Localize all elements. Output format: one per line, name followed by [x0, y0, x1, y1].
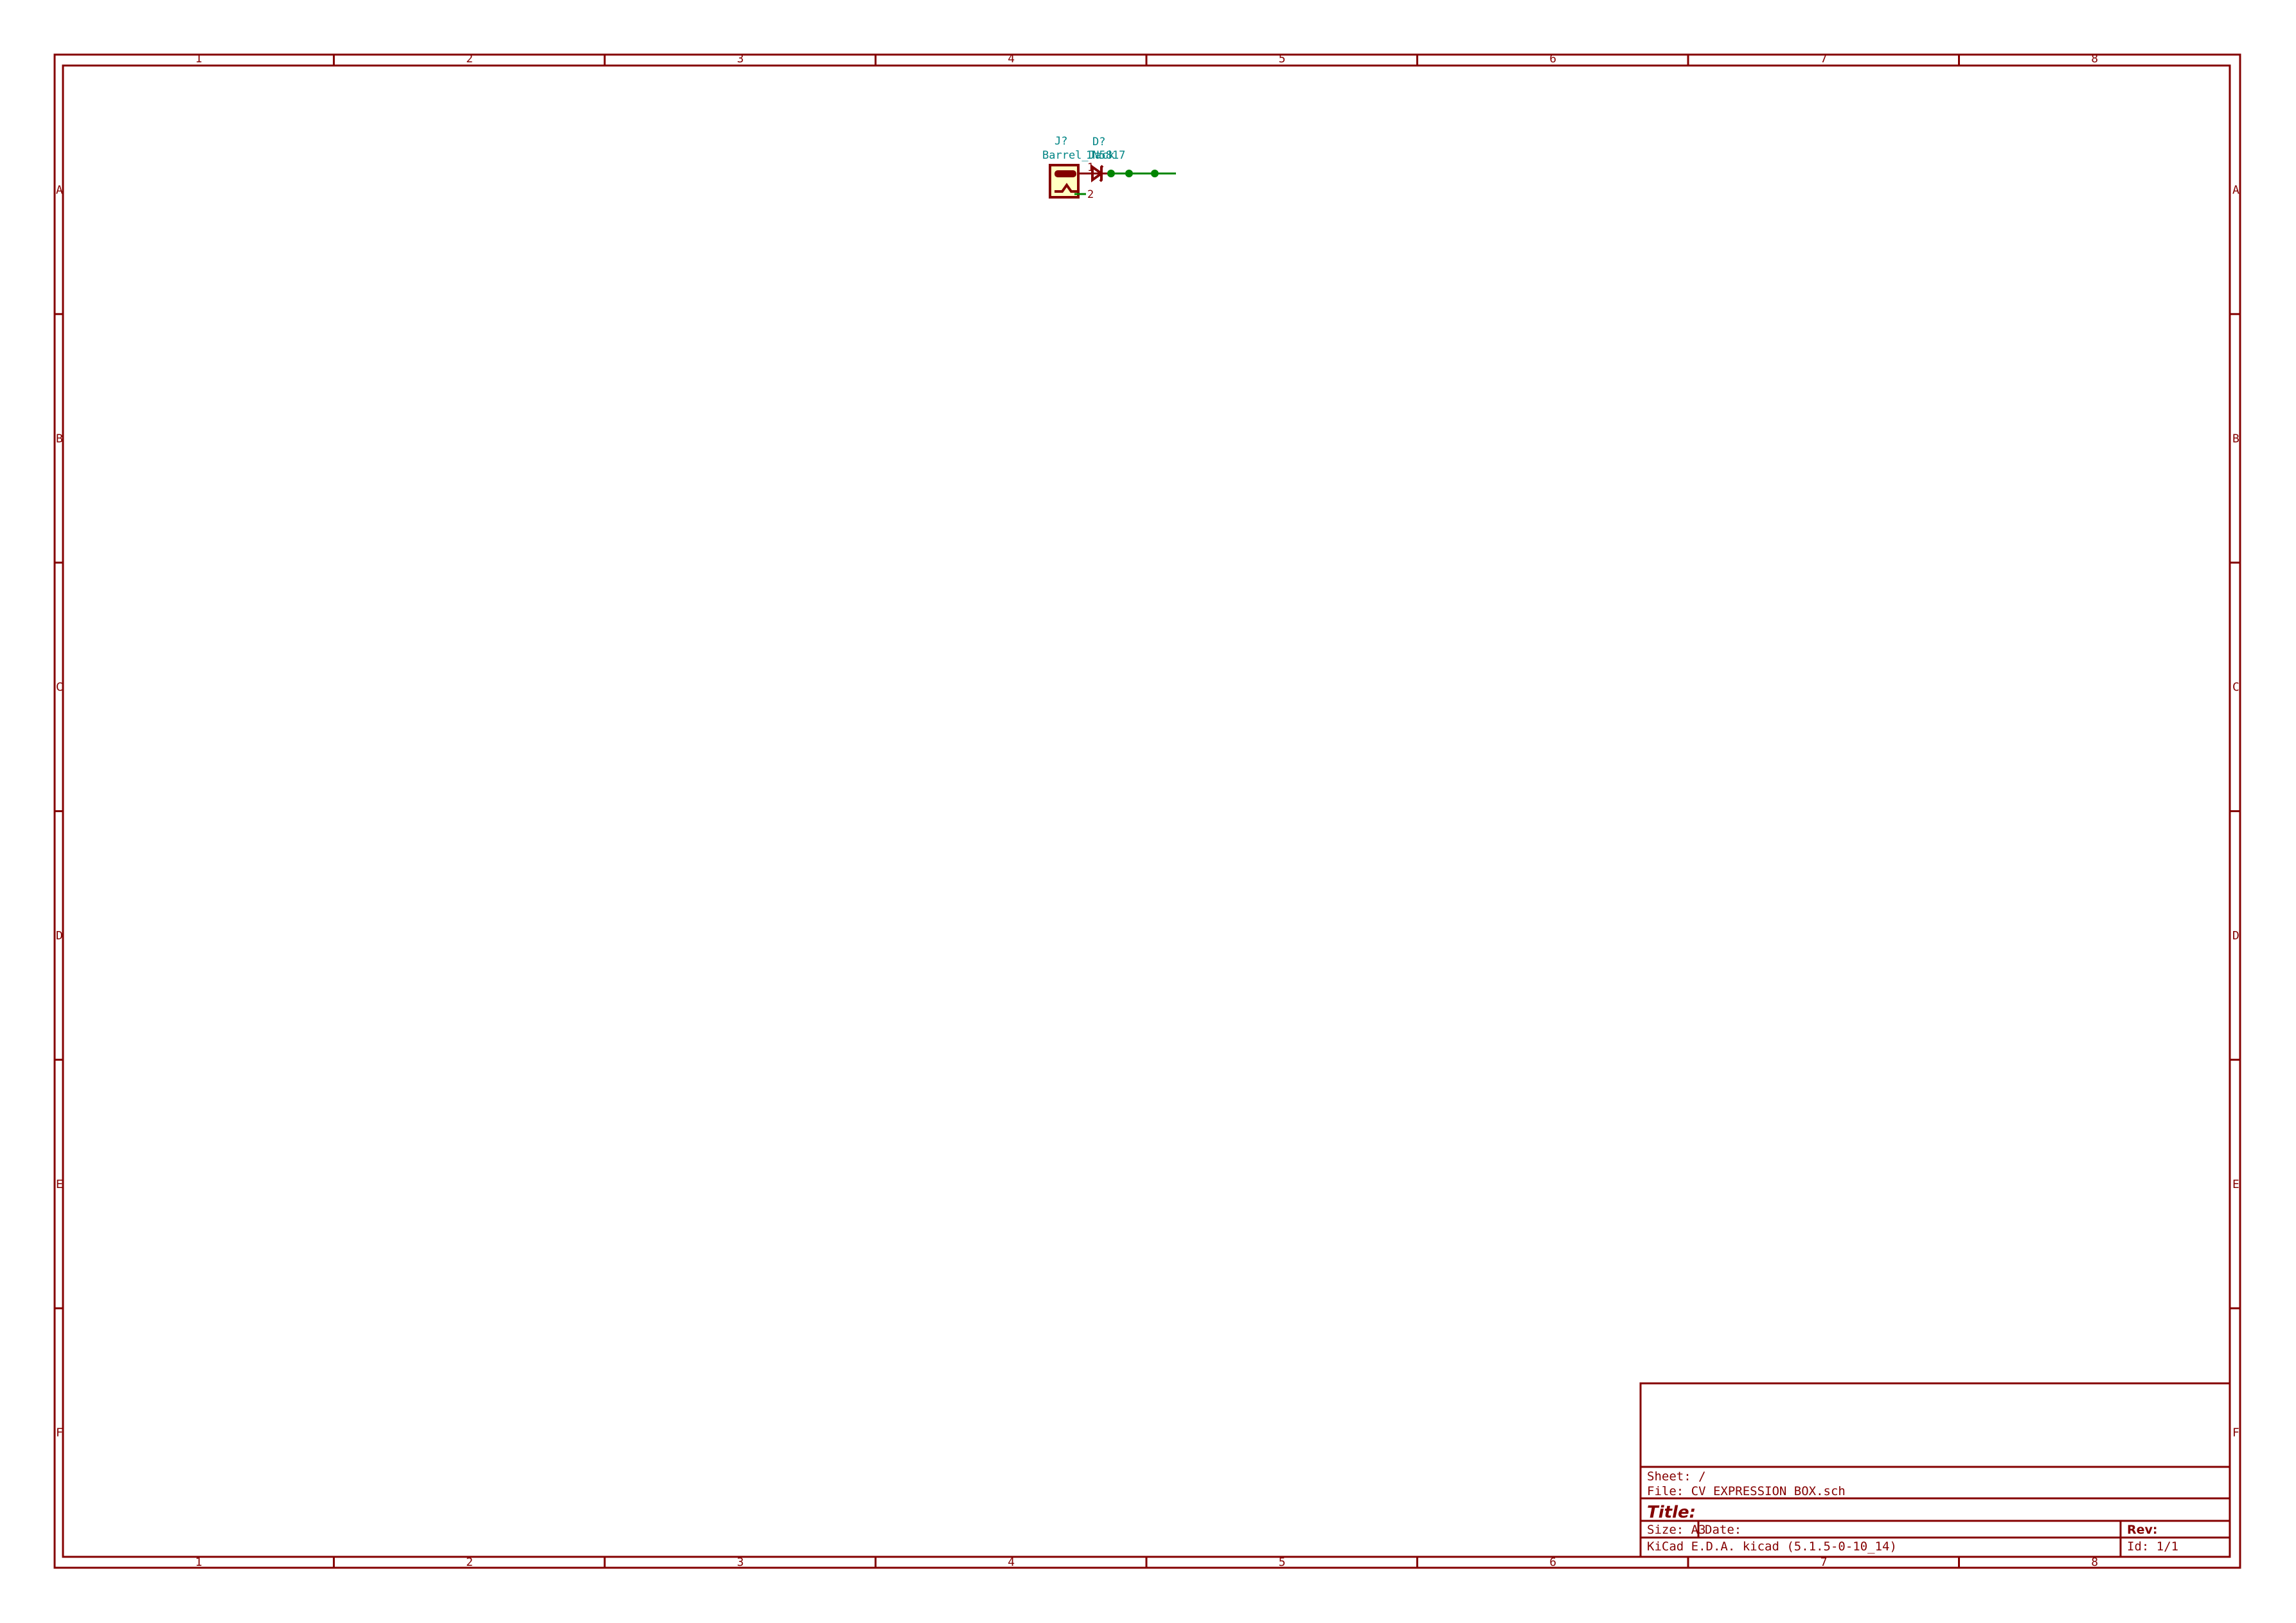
column-label-top: 6 [1549, 52, 1556, 66]
row-label-right: C [2232, 680, 2239, 694]
column-label-top: 8 [2091, 52, 2098, 66]
row-label-left: A [56, 183, 63, 197]
column-label-top: 7 [1820, 52, 1828, 66]
row-label-left: E [56, 1178, 63, 1191]
column-label-bottom: 8 [2091, 1556, 2098, 1569]
date-label: Date: [1705, 1523, 1741, 1537]
input-diode-ref: D? [1092, 136, 1105, 148]
junction-dot [1151, 170, 1159, 177]
column-label-top: 3 [737, 52, 744, 66]
jack-barrel [1055, 170, 1076, 177]
row-label-right: D [2232, 929, 2239, 943]
tool-version-label: KiCad E.D.A. kicad (5.1.5-0-10_14) [1647, 1539, 1897, 1554]
size-label: Size: A3 [1647, 1523, 1706, 1537]
title-block: Sheet: / File: CV EXPRESSION BOX.sch Tit… [1639, 1382, 2231, 1558]
column-label-bottom: 3 [737, 1556, 744, 1569]
sheet-label: Sheet: / [1647, 1469, 1706, 1484]
id-label: Id: 1/1 [2127, 1539, 2178, 1554]
input-diode-value: 1N5817 [1086, 149, 1125, 162]
junction-dot [1107, 170, 1115, 177]
drawing-frame [53, 53, 2241, 1569]
rev-label: Rev: [2127, 1523, 2158, 1537]
barrel-jack-value: Barrel_Jack [1042, 149, 1115, 162]
row-label-left: B [56, 432, 63, 445]
jack-pin-num: 2 [1087, 188, 1094, 201]
jack-contact [1055, 182, 1078, 193]
file-label: File: CV EXPRESSION BOX.sch [1647, 1484, 1846, 1498]
column-label-bottom: 2 [466, 1556, 473, 1569]
title-label: Title: [1647, 1503, 1696, 1522]
input-diode: D?1N5817 [1086, 136, 1125, 182]
row-label-right: F [2232, 1426, 2239, 1440]
diode-schottky-bar [1099, 164, 1104, 182]
row-label-left: C [56, 680, 63, 694]
column-label-bottom: 1 [195, 1556, 202, 1569]
column-label-top: 5 [1279, 52, 1286, 66]
column-label-top: 4 [1008, 52, 1015, 66]
row-label-right: A [2232, 183, 2239, 197]
diode-triangle [1091, 164, 1104, 182]
column-label-bottom: 7 [1820, 1556, 1828, 1569]
row-label-left: D [56, 929, 63, 943]
column-label-bottom: 5 [1279, 1556, 1286, 1569]
row-label-right: B [2232, 432, 2239, 445]
barrel-jack-ref: J? [1055, 135, 1067, 148]
jack-pin-num: 1 [1087, 161, 1094, 174]
column-label-top: 1 [195, 52, 202, 66]
junction-dot [1125, 170, 1133, 177]
row-label-right: E [2232, 1178, 2239, 1191]
column-label-top: 2 [466, 52, 473, 66]
row-label-left: F [56, 1426, 63, 1440]
column-label-bottom: 4 [1008, 1556, 1015, 1569]
column-label-bottom: 6 [1549, 1556, 1556, 1569]
